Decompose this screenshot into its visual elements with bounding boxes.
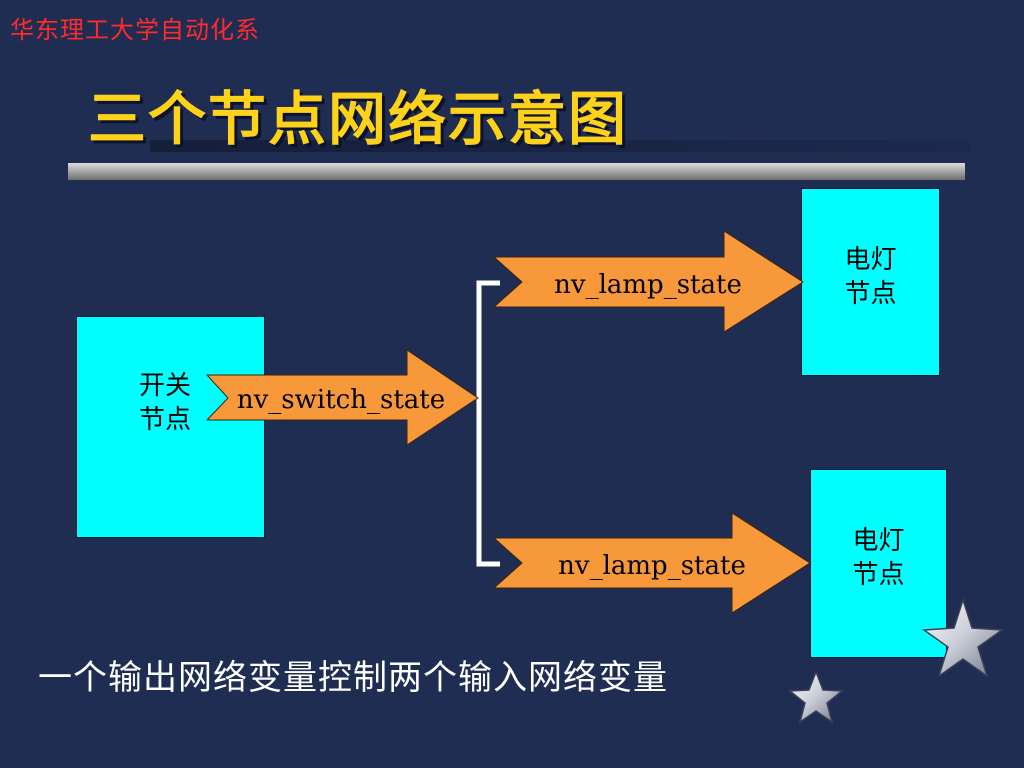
input-arrow-top <box>492 230 804 333</box>
star-icon <box>921 597 1005 678</box>
lamp-node-bottom-label-line2: 节点 <box>852 560 905 590</box>
switch-node-label-line2: 节点 <box>139 405 192 435</box>
connector-line <box>476 280 500 567</box>
lamp-node-top-label-line2: 节点 <box>844 279 897 309</box>
slide-title: 三个节点网络示意图 <box>88 85 629 153</box>
star-icon <box>787 669 845 724</box>
lamp-node-top-label-line1: 电灯 <box>844 245 897 275</box>
switch-node-label-line1: 开关 <box>139 371 192 401</box>
input-arrow-bottom-label: nv_lamp_state <box>558 551 746 581</box>
lamp-node-top: 电灯 节点 <box>801 188 940 376</box>
input-arrow-bottom <box>492 512 811 614</box>
title-divider <box>68 163 965 180</box>
input-arrow-top-label: nv_lamp_state <box>554 270 742 300</box>
output-arrow-label: nv_switch_state <box>237 385 445 415</box>
slide-caption: 一个输出网络变量控制两个输入网络变量 <box>38 658 668 698</box>
title-shadow <box>150 140 970 152</box>
lamp-node-bottom-label-line1: 电灯 <box>852 526 905 556</box>
lamp-node-bottom: 电灯 节点 <box>810 469 947 658</box>
output-arrow <box>205 349 479 446</box>
switch-node: 开关 节点 <box>76 316 265 538</box>
institution-label: 华东理工大学自动化系 <box>10 16 260 44</box>
